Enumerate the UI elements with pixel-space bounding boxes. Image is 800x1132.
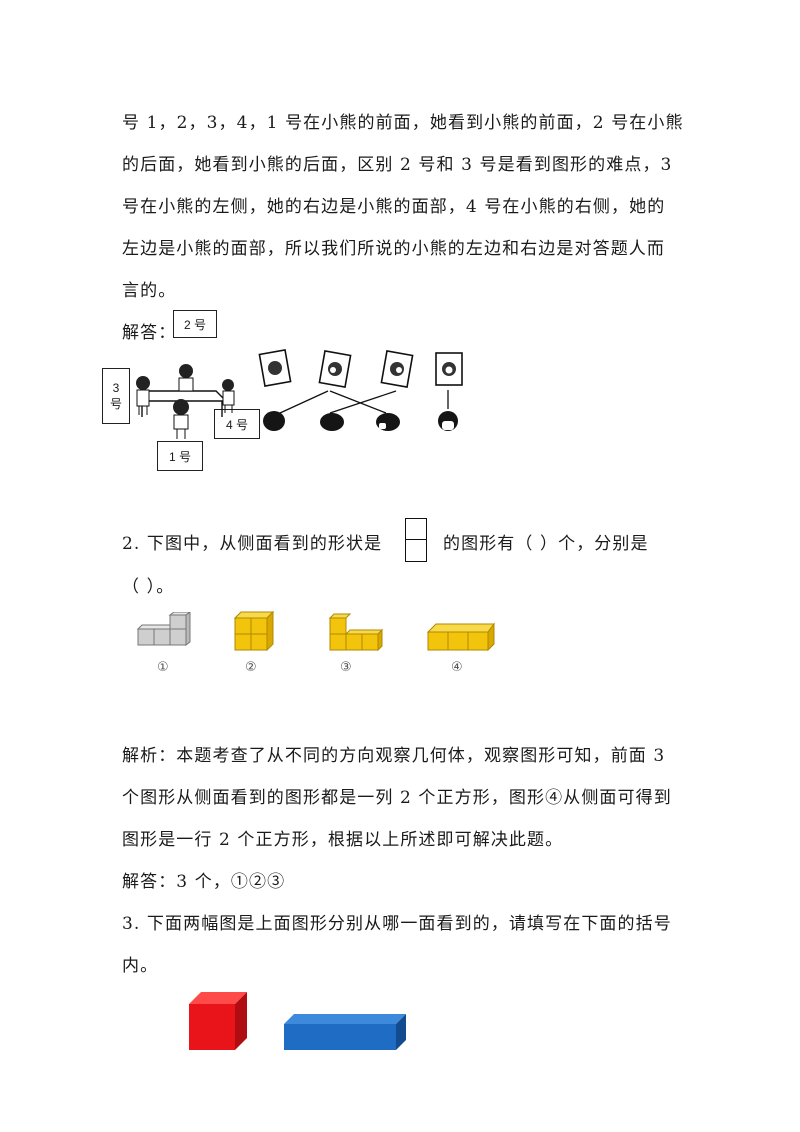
block-figure-3 <box>328 613 384 652</box>
side-view-two-squares-icon <box>405 518 427 562</box>
children-table-illustration <box>136 364 235 439</box>
block-figure-4 <box>426 622 495 652</box>
intro-line-2: 的后面，她看到小熊的后面，区别 2 号和 3 号是看到图形的难点，3 <box>122 155 673 175</box>
figure-caption-1: ① <box>157 660 169 675</box>
label-box-4: 4 号 <box>214 409 260 439</box>
q3-line-2: 内。 <box>122 956 159 976</box>
intro-line-5: 言的。 <box>122 281 177 301</box>
analysis-line-3: 图形是一行 2 个正方形，根据以上所述即可解决此题。 <box>122 830 564 850</box>
q2-line-1b: 的图形有（ ）个，分别是 <box>443 534 649 554</box>
label-box-1: 1 号 <box>157 441 203 471</box>
bear-view-matching-illustration <box>258 349 463 431</box>
blue-prism <box>284 1014 406 1050</box>
intro-line-3: 号在小熊的左侧，她的右边是小熊的面部，4 号在小熊的右侧，她的 <box>122 197 666 217</box>
q2-line-2: （ ）。 <box>122 577 175 597</box>
q3-line-1: 3. 下面两幅图是上面图形分别从哪一面看到的，请填写在下面的括号 <box>122 914 672 934</box>
block-figure-2 <box>233 610 275 652</box>
figure-caption-4: ④ <box>451 660 463 675</box>
label-box-3: 3 号 <box>102 368 130 424</box>
block-figure-1 <box>136 612 191 646</box>
q2-line-1a: 2. 下图中，从侧面看到的形状是 <box>122 534 383 554</box>
analysis-line-1: 解析：本题考查了从不同的方向观察几何体，观察图形可知，前面 3 <box>122 746 666 766</box>
red-cube <box>189 992 247 1050</box>
figure-caption-3: ③ <box>340 660 352 675</box>
intro-line-1: 号 1，2，3，4，1 号在小熊的前面，她看到小熊的前面，2 号在小熊 <box>122 113 684 133</box>
figure-caption-2: ② <box>245 660 257 675</box>
answer-2: 解答：3 个，①②③ <box>122 872 286 892</box>
label-box-2: 2 号 <box>173 310 217 338</box>
analysis-line-2: 个图形从侧面看到的图形都是一列 2 个正方形，图形④从侧面可得到 <box>122 788 672 808</box>
intro-line-4: 左边是小熊的面部，所以我们所说的小熊的左边和右边是对答题人而 <box>122 239 665 259</box>
answer-label: 解答： <box>122 323 177 343</box>
